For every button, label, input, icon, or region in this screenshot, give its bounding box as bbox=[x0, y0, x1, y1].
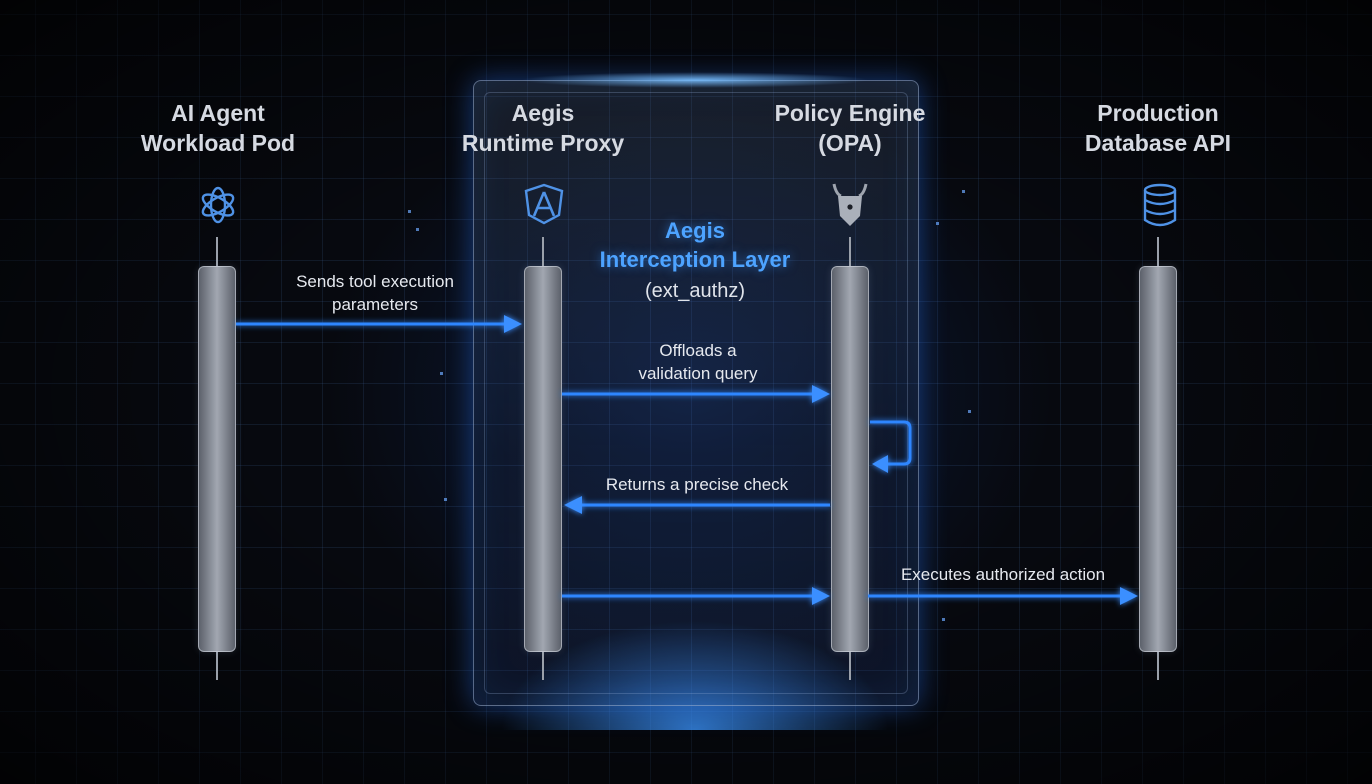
decor-dot bbox=[444, 498, 447, 501]
arrowhead bbox=[504, 315, 522, 333]
panel-top-glow bbox=[520, 72, 870, 88]
activation-bar-ai-agent bbox=[198, 266, 236, 652]
participant-label-line2: Workload Pod bbox=[140, 130, 296, 156]
arrowhead bbox=[872, 455, 888, 473]
interception-layer-panel-inner bbox=[484, 92, 908, 694]
message-label-offloads-query: Offloads a validation query bbox=[586, 339, 810, 385]
participant-label-line2: (OPA) bbox=[818, 130, 882, 156]
panel-bottom-glow bbox=[500, 620, 890, 730]
interception-layer-title-line1: Aegis bbox=[665, 218, 725, 243]
participant-runtime-proxy: Aegis Runtime Proxy bbox=[413, 98, 673, 158]
message-label-executes-action: Executes authorized action bbox=[872, 563, 1134, 586]
openai-logo-icon bbox=[201, 186, 235, 224]
interception-layer-title: Aegis Interception Layer bbox=[560, 216, 830, 274]
participant-database-api: Production Database API bbox=[1028, 98, 1288, 158]
message-label-line2: parameters bbox=[332, 295, 418, 314]
participant-label-line2: Runtime Proxy bbox=[461, 130, 625, 156]
decor-dot bbox=[936, 222, 939, 225]
message-label-line1: Sends tool execution bbox=[296, 272, 454, 291]
message-label-line1: Executes authorized action bbox=[900, 565, 1106, 584]
interception-layer-subtitle: (ext_authz) bbox=[644, 280, 746, 302]
opa-viking-icon bbox=[832, 183, 868, 226]
database-icon bbox=[1143, 183, 1177, 227]
participant-label-line1: Production bbox=[1097, 100, 1219, 126]
participant-label-line1: AI Agent bbox=[171, 100, 265, 126]
message-label-line1: Returns a precise check bbox=[605, 475, 789, 494]
participant-label-line1: Aegis bbox=[511, 100, 575, 126]
angular-shield-icon bbox=[524, 183, 564, 225]
participant-ai-agent: AI Agent Workload Pod bbox=[88, 98, 348, 158]
message-label-line1: Offloads a bbox=[659, 341, 737, 360]
message-label-returns-check: Returns a precise check bbox=[572, 473, 822, 496]
participant-policy-engine: Policy Engine (OPA) bbox=[720, 98, 980, 158]
decor-dot bbox=[440, 372, 443, 375]
decor-dot bbox=[416, 228, 419, 231]
activation-bar-database-api bbox=[1139, 266, 1177, 652]
interception-layer-title-line2: Interception Layer bbox=[599, 247, 791, 272]
activation-bar-runtime-proxy bbox=[524, 266, 562, 652]
participant-label-line1: Policy Engine bbox=[774, 100, 926, 126]
decor-dot bbox=[962, 190, 965, 193]
arrowhead bbox=[812, 587, 830, 605]
arrowhead bbox=[812, 385, 830, 403]
arrowhead bbox=[564, 496, 582, 514]
decor-dot bbox=[942, 618, 945, 621]
message-label-line2: validation query bbox=[638, 364, 758, 383]
decor-dot bbox=[408, 210, 411, 213]
arrowhead bbox=[1120, 587, 1138, 605]
arrow-policy-self-evaluation bbox=[870, 420, 912, 466]
decor-dot bbox=[968, 410, 971, 413]
activation-bar-policy-engine bbox=[831, 266, 869, 652]
message-label-sends-parameters: Sends tool execution parameters bbox=[260, 270, 490, 316]
participant-label-line2: Database API bbox=[1084, 130, 1232, 156]
